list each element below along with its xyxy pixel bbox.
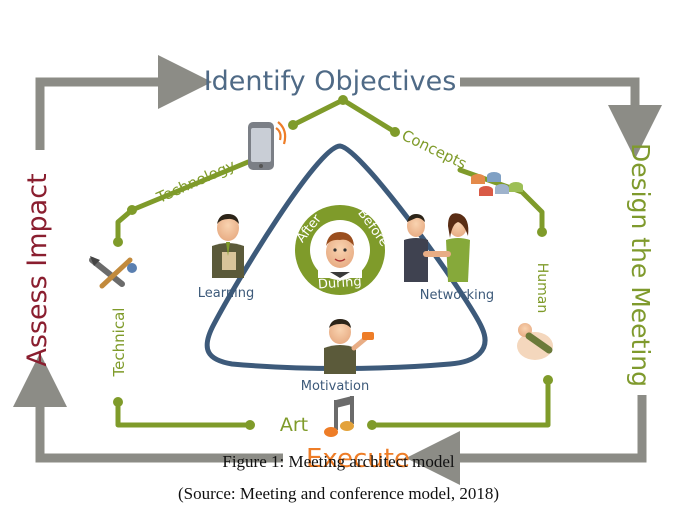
stage-assess-impact: Assess Impact [22, 173, 53, 366]
arrow-to-identify [35, 55, 212, 150]
stage-design-meeting: Design the Meeting [626, 143, 655, 387]
green-path-nodes [113, 95, 553, 430]
green-label-concepts: Concepts [399, 126, 470, 173]
tools-icon [89, 256, 137, 289]
green-label-human: Human [534, 263, 550, 314]
green-label-technical: Technical [110, 308, 128, 378]
center-person-avatar [318, 232, 362, 278]
triangle-label-networking: Networking [420, 288, 494, 303]
triangle-label-learning: Learning [198, 286, 254, 301]
motivation-person-icon [324, 319, 374, 374]
phone-icon [248, 121, 287, 170]
figure-caption-source: (Source: Meeting and conference model, 2… [178, 484, 499, 503]
music-note-icon [324, 396, 354, 437]
arrow-to-assess [13, 353, 283, 463]
stage-identify-objectives: Identify Objectives [204, 66, 457, 97]
arrow-to-design [460, 77, 662, 159]
human-figure-icon [517, 323, 553, 360]
center-ring [295, 205, 385, 295]
outer-cycle-arrows [13, 55, 662, 485]
green-label-art: Art [280, 414, 308, 436]
arrow-to-execute [406, 395, 647, 485]
learning-person-icon [212, 214, 244, 278]
stage-execute: Execute [306, 444, 410, 474]
database-icon [471, 172, 523, 196]
figure-caption-title: Figure 1: Meeting architect model [222, 452, 455, 471]
handshake-icon [404, 213, 470, 282]
triangle-label-motivation: Motivation [301, 379, 369, 394]
ring-label-during: During [317, 275, 362, 293]
green-label-technology: Technology [153, 156, 238, 207]
